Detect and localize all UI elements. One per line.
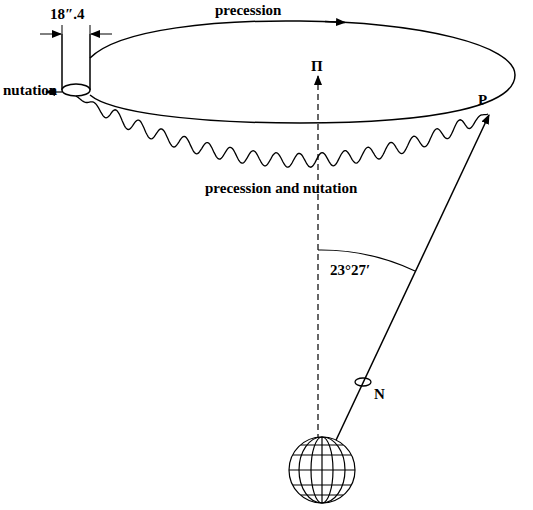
pole-label: N [374,386,385,403]
axis-ring [355,378,371,386]
pole-label: P [478,92,487,109]
earth-axis [322,115,489,470]
dimension-label: 18″.4 [50,6,85,23]
earth-globe [289,437,355,503]
ecliptic-pole-axis [317,84,318,437]
precession-ellipse [90,21,515,123]
dimension-tick [62,25,63,34]
motion-label: precession [215,2,281,19]
pole-arrow [317,76,318,84]
cylinder-side [89,34,91,90]
nutation-ellipse [62,84,90,96]
motion-label: nutation [3,82,57,99]
precession-arrow [325,22,345,23]
pole-label: Π [311,58,323,75]
angle-label: 23°27′ [328,262,372,279]
dimension-arrow [40,34,61,35]
dimension-arrow [91,34,112,35]
dimension-tick [90,25,91,34]
cylinder-side [61,34,63,90]
motion-label: precession and nutation [205,180,357,197]
nutation-wave [76,96,488,167]
